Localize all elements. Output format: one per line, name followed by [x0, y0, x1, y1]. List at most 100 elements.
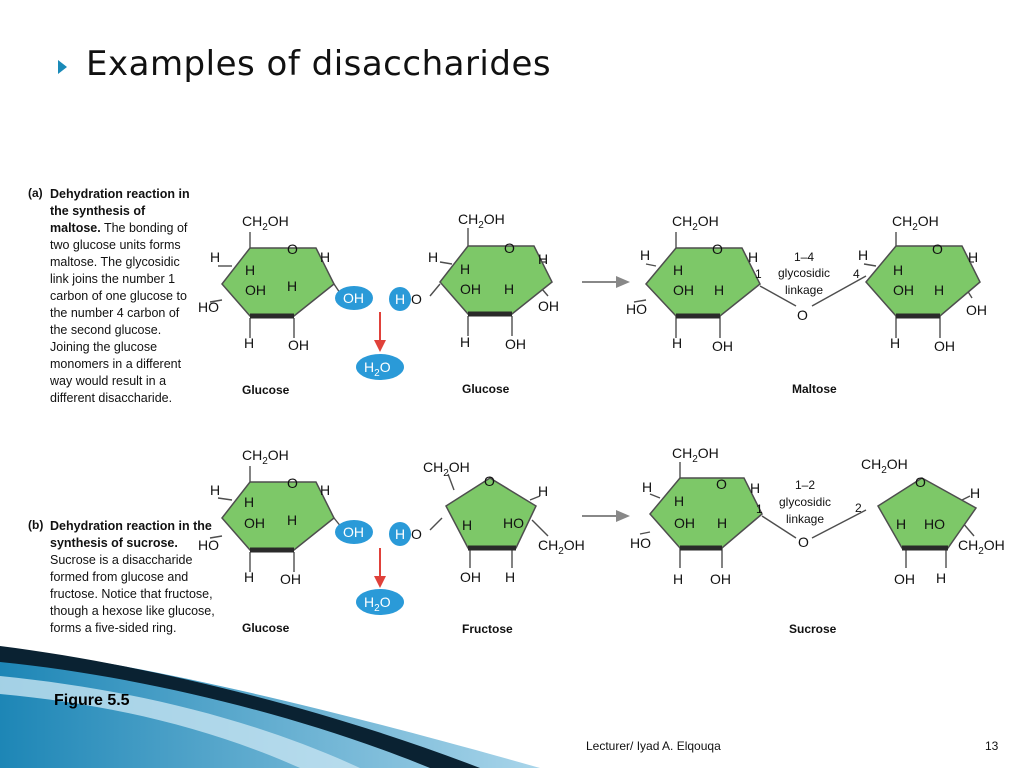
figure-label: Figure 5.5: [54, 692, 130, 709]
b-linkage-line-2: glycosidic: [779, 495, 831, 509]
a-oh-highlight: [335, 286, 373, 310]
maltose-h-8: H: [934, 282, 944, 298]
panel-b-caption-heading: Dehydration reaction in the synthesis of…: [50, 519, 212, 550]
sucrose-h-8: H: [936, 570, 946, 586]
a1-ho: HO: [198, 299, 219, 315]
a-water-formula: H2O: [364, 359, 391, 379]
maltose-oh-3: OH: [966, 302, 987, 318]
a-water-badge: [356, 354, 404, 380]
sucrose-h-3: H: [970, 485, 980, 501]
a1-h-c2: H: [287, 278, 297, 294]
title-bullet-icon: [58, 60, 67, 74]
slide-title: Examples of disaccharides: [86, 44, 552, 84]
b-water-badge: [356, 589, 404, 615]
a1-h-c4: H: [245, 262, 255, 278]
a-h-highlight-label: H: [395, 291, 405, 307]
b1-h-bottom: H: [244, 569, 254, 585]
a-reaction-arrow-head: [616, 276, 630, 288]
a2-h-left: H: [428, 249, 438, 265]
fructose-oh-bottom: OH: [460, 569, 481, 585]
glucose-ring-b: [209, 466, 343, 572]
maltose-ring-o-right: O: [932, 241, 943, 257]
a1-h-left: H: [210, 249, 220, 265]
b-h-highlight-label: H: [395, 526, 405, 542]
maltose-h-5: H: [673, 262, 683, 278]
a2-h-c2: H: [504, 281, 514, 297]
a1-ring-o: O: [287, 241, 298, 257]
a-glucose-1-label: Glucose: [242, 383, 290, 397]
sucrose-carbon-1: 1: [756, 502, 763, 516]
maltose-h-2: H: [748, 249, 758, 265]
b1-h-c2: H: [287, 512, 297, 528]
maltose-ho: HO: [626, 301, 647, 317]
b-linkage-line-3: linkage: [786, 512, 824, 526]
b-product-label: Sucrose: [789, 622, 837, 636]
panel-b-caption-body: Sucrose is a disaccharide formed from gl…: [50, 553, 215, 635]
b-h-highlight: [389, 522, 411, 546]
b-oh-highlight-label: OH: [343, 524, 364, 540]
sucrose-ho: HO: [924, 516, 945, 532]
maltose-oh-1: OH: [673, 282, 694, 298]
maltose-oh-2: OH: [893, 282, 914, 298]
maltose-h-9: H: [672, 335, 682, 351]
maltose-carbon-1: 1: [755, 267, 762, 281]
maltose-carbon-4: 4: [853, 267, 860, 281]
maltose-oh-5: OH: [934, 338, 955, 354]
b-reaction-arrow-head: [616, 510, 630, 522]
a2-oh-c1: OH: [538, 298, 559, 314]
b-water-arrow-head: [374, 576, 386, 588]
a2-h-bottom: H: [460, 334, 470, 350]
a1-ch2oh: CH2OH: [242, 213, 289, 233]
sucrose-h-2: H: [750, 480, 760, 496]
maltose-molecule: [633, 232, 981, 338]
panel-a-caption-body: The bonding of two glucose units forms m…: [50, 221, 188, 405]
fructose-ch2oh-right: CH2OH: [538, 537, 585, 557]
sucrose-molecule: [639, 462, 978, 568]
a1-h-right: H: [320, 249, 330, 265]
glucose-ring-a1: [209, 232, 343, 338]
sucrose-carbon-2: 2: [855, 501, 862, 515]
a2-oh-c3: OH: [460, 281, 481, 297]
panel-b-tag: (b): [28, 518, 44, 532]
b1-h-left: H: [210, 482, 220, 498]
maltose-ring-o-left: O: [712, 241, 723, 257]
sucrose-ho-left: HO: [630, 535, 651, 551]
maltose-h-6: H: [893, 262, 903, 278]
b-fructose-label: Fructose: [462, 622, 513, 636]
b1-h-right: H: [320, 482, 330, 498]
sucrose-ch2oh-left: CH2OH: [672, 445, 719, 465]
fructose-h-c4: H: [462, 517, 472, 533]
a1-oh-c3: OH: [245, 282, 266, 298]
sucrose-h-7: H: [673, 571, 683, 587]
b1-h-c4: H: [244, 494, 254, 510]
sucrose-ring-o-right: O: [915, 474, 926, 490]
fructose-o-c2: O: [411, 526, 422, 542]
sucrose-oh-3: OH: [894, 571, 915, 587]
a-water-arrow-head: [374, 340, 386, 352]
fructose-h-right: H: [538, 483, 548, 499]
sucrose-h-5: H: [717, 515, 727, 531]
a2-h-c4: H: [460, 261, 470, 277]
a2-oh-bottom: OH: [505, 336, 526, 352]
panel-a-caption-heading: Dehydration reaction in the synthesis of…: [50, 187, 190, 235]
a1-oh-bottom: OH: [288, 337, 309, 353]
a-linkage-line-1: 1–4: [794, 250, 814, 264]
b-glucose-label: Glucose: [242, 621, 290, 635]
b1-oh-c3: OH: [244, 515, 265, 531]
b1-ch2oh: CH2OH: [242, 447, 289, 467]
b-linkage-line-1: 1–2: [795, 478, 815, 492]
b-water-formula: H2O: [364, 594, 391, 614]
a-product-label: Maltose: [792, 382, 837, 396]
panel-a-tag: (a): [28, 186, 43, 200]
maltose-h-10: H: [890, 335, 900, 351]
fructose-ch2oh-top: CH2OH: [423, 459, 470, 479]
b1-ring-o: O: [287, 475, 298, 491]
fructose-ring-o: O: [484, 473, 495, 489]
sucrose-oh-2: OH: [710, 571, 731, 587]
maltose-ch2oh-left: CH2OH: [672, 213, 719, 233]
sucrose-h-4: H: [674, 493, 684, 509]
glucose-ring-a2: [429, 228, 553, 336]
a-glucose-2-label: Glucose: [462, 382, 510, 396]
